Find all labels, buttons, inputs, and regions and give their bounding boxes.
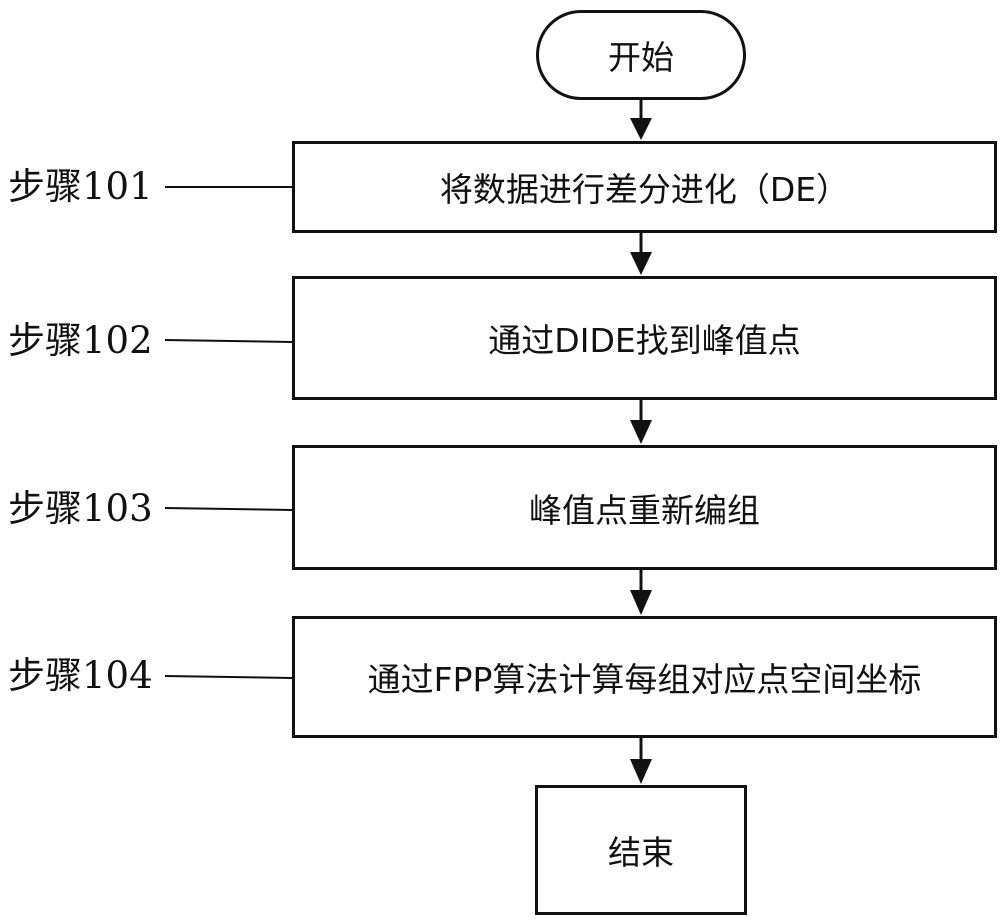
step-label-101: 步骤101 [8,168,153,205]
flow-arrow-step101-to-step102 [630,233,652,275]
process-step-101: 将数据进行差分进化（DE） [292,141,997,233]
end-label: 结束 [608,826,674,874]
start-terminal: 开始 [536,10,746,100]
process-step-104-text: 通过FPP算法计算每组对应点空间坐标 [368,653,922,701]
process-step-101-text: 将数据进行差分进化（DE） [440,163,849,211]
process-step-103-text: 峰值点重新编组 [529,484,760,532]
flow-arrow-step104-to-end [630,738,652,784]
leader-line-step104 [165,676,292,678]
step-label-103: 步骤103 [8,490,153,527]
flow-arrow-step103-to-step104 [630,570,652,615]
step-label-102: 步骤102 [8,322,153,359]
step-label-104: 步骤104 [8,657,153,694]
process-step-103: 峰值点重新编组 [292,445,997,570]
end-terminal: 结束 [535,785,747,915]
process-step-104: 通过FPP算法计算每组对应点空间坐标 [292,616,997,738]
process-step-102: 通过DIDE找到峰值点 [292,276,997,400]
leader-line-step103 [165,508,292,510]
flow-arrow-start-to-step101 [630,100,652,140]
flow-arrow-step102-to-step103 [630,400,652,444]
start-label: 开始 [608,31,674,79]
process-step-102-text: 通过DIDE找到峰值点 [488,314,800,362]
leader-line-step102 [165,340,292,342]
